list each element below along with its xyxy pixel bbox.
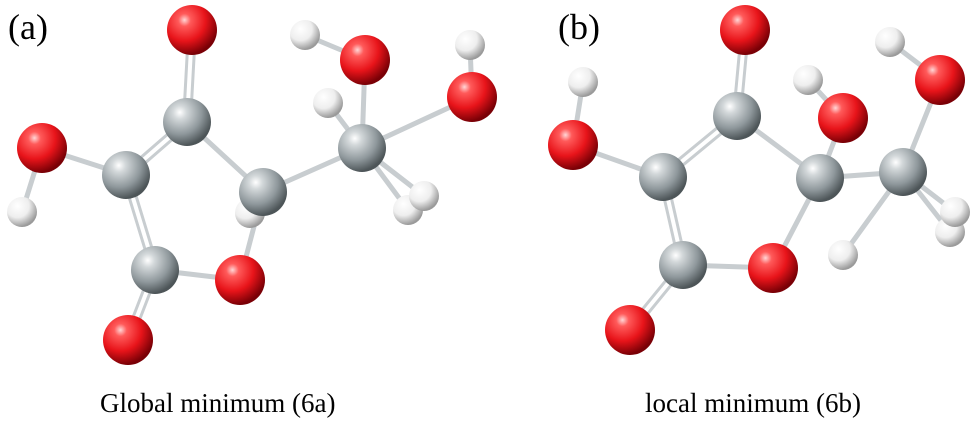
hydrogen-atom-a-h4: [455, 30, 485, 60]
oxygen-atom-b-o1: [720, 5, 770, 55]
oxygen-atom-b-o5: [818, 93, 868, 143]
hydrogen-atom-b-h1: [568, 67, 598, 97]
hydrogen-atom-b-h3: [875, 27, 905, 57]
hydrogen-atom-b-h4: [940, 197, 970, 227]
hydrogen-atom-a-h7: [409, 181, 439, 211]
carbon-atom-b-c1: [713, 92, 761, 140]
panel-label-a: (a): [8, 7, 48, 47]
carbon-atom-b-c4: [796, 154, 844, 202]
oxygen-atom-b-o4: [748, 243, 798, 293]
oxygen-atom-b-o2: [548, 120, 598, 170]
caption-global-minimum: Global minimum (6a): [100, 388, 336, 418]
oxygen-atom-b-o6: [915, 55, 965, 105]
carbon-atom-a-c1: [163, 98, 211, 146]
hydrogen-atom-b-h6: [828, 240, 858, 270]
panel-label-b: (b): [558, 7, 600, 47]
oxygen-atom-a-o6: [447, 72, 497, 122]
oxygen-atom-a-o4: [215, 255, 265, 305]
hydrogen-atom-a-h1: [7, 197, 37, 227]
carbon-atom-b-c3: [659, 241, 707, 289]
carbon-atom-a-c5: [338, 124, 386, 172]
oxygen-atom-a-o5: [340, 35, 390, 85]
carbon-atom-a-c4: [239, 168, 287, 216]
oxygen-atom-a-o2: [17, 123, 67, 173]
oxygen-atom-a-o3: [103, 315, 153, 365]
oxygen-atom-b-o3: [605, 305, 655, 355]
caption-local-minimum: local minimum (6b): [645, 388, 861, 418]
oxygen-atom-a-o1: [167, 5, 217, 55]
carbon-atom-a-c2: [102, 151, 150, 199]
hydrogen-atom-a-h5: [313, 88, 343, 118]
carbon-atom-b-c2: [639, 153, 687, 201]
hydrogen-atom-a-h3: [290, 20, 320, 50]
atoms-layer: [7, 5, 970, 365]
carbon-atom-b-c5: [879, 148, 927, 196]
hydrogen-atom-b-h2: [793, 65, 823, 95]
carbon-atom-a-c3: [131, 246, 179, 294]
